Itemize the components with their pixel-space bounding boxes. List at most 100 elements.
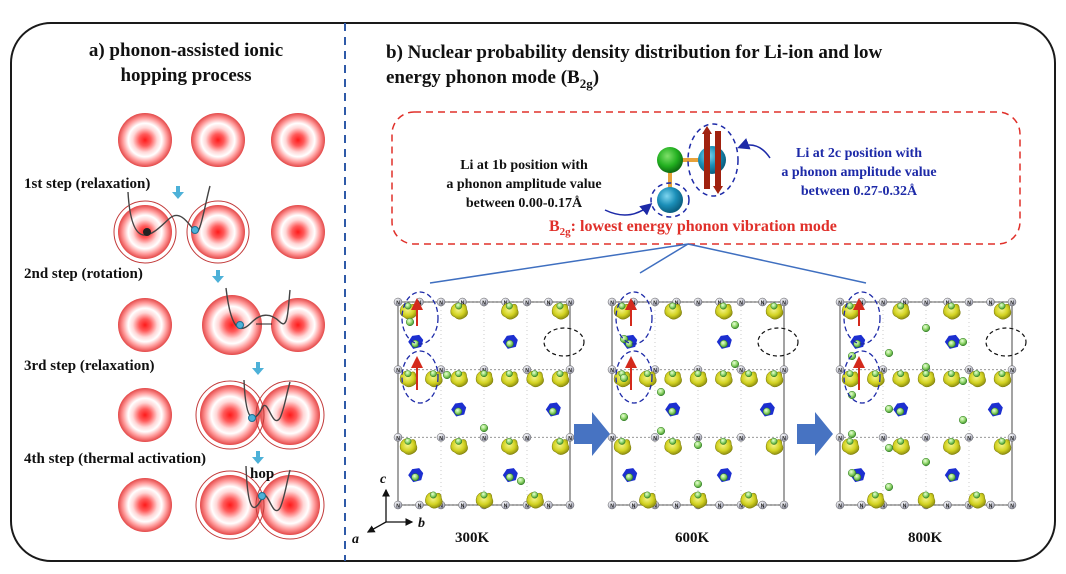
atom-label: N — [881, 504, 885, 510]
energy-well-curve — [245, 465, 291, 512]
nitrogen-atom — [835, 433, 845, 442]
lithium-atom — [998, 302, 1006, 310]
atom-label: N — [418, 301, 422, 307]
highlight-edge-site — [543, 327, 585, 357]
lithium-atom — [719, 302, 727, 310]
atom-label: N — [1010, 504, 1014, 510]
nitrogen-atom — [964, 433, 974, 442]
panel-b-title-close: ) — [592, 67, 600, 88]
lithium-atom — [770, 437, 778, 445]
highlight-li-1b — [401, 291, 439, 345]
ion-marker — [258, 492, 266, 500]
atom-label: N — [482, 301, 486, 307]
nitrogen-atom — [943, 500, 952, 510]
li-2c-note-line3: between 0.27-0.32Å — [800, 184, 918, 199]
lattice-site-ring — [195, 380, 265, 450]
highlight-li-2c — [843, 350, 881, 404]
lithium-atom — [897, 370, 905, 378]
lithium-atom — [531, 491, 539, 499]
nitrogen-atom — [758, 500, 767, 510]
lithium-atom — [669, 370, 677, 378]
atom-label: N — [568, 436, 572, 442]
atom-label: N — [967, 368, 971, 374]
lithium-atom — [884, 443, 894, 453]
nitrogen-atom — [393, 297, 403, 307]
atom-label: N — [396, 368, 400, 374]
nitrogen-atom — [900, 500, 909, 510]
lithium-atom — [947, 302, 955, 310]
step-2-label: 2nd step (rotation) — [24, 266, 143, 282]
lithium-atom — [505, 437, 513, 445]
atom-label: N — [439, 504, 443, 510]
atom-label: N — [881, 301, 885, 307]
nitrogen-atom — [479, 433, 489, 442]
nitrogen-atom — [1007, 500, 1017, 510]
nitrogen-atom — [393, 500, 403, 510]
lithium-atom — [884, 404, 894, 414]
nitrogen-atom — [522, 297, 532, 307]
atom-label: N — [482, 436, 486, 442]
lithium-atom — [505, 370, 513, 378]
nitrogen-atom — [758, 297, 767, 307]
lithium-atom — [921, 323, 931, 333]
atom-label: N — [610, 504, 614, 510]
lithium-atom — [730, 320, 740, 330]
lattice-site — [191, 205, 245, 259]
lithium-atom — [719, 437, 727, 445]
atom-label: N — [547, 504, 551, 510]
lattice-site — [271, 298, 325, 352]
atom-label: N — [696, 436, 700, 442]
lattice-site — [271, 113, 325, 167]
panel-a-title: a) phonon-assisted ionic hopping process — [42, 38, 330, 88]
atom-label: N — [924, 436, 928, 442]
lithium-atom — [770, 302, 778, 310]
lithium-atom — [719, 370, 727, 378]
nitrogen-atom — [878, 297, 888, 307]
lattice-site-ring — [113, 200, 177, 264]
lithium-atom — [668, 407, 677, 416]
atom-label: N — [739, 504, 743, 510]
mode-caption-text: : lowest energy phonon vibration mode — [570, 218, 837, 235]
lithium-atom — [990, 407, 999, 416]
atom-label: N — [989, 504, 993, 510]
nitrogen-atom — [393, 433, 403, 442]
lithium-atom — [871, 370, 879, 378]
panel-b-title-subscript: 2g — [579, 75, 593, 91]
lithium-atom — [669, 437, 677, 445]
atom-label: N — [739, 301, 743, 307]
nitrogen-atom — [672, 500, 681, 510]
lithium-atom — [973, 370, 981, 378]
atom-label: N — [838, 301, 842, 307]
panel-a-title-line2: hopping process — [120, 65, 252, 86]
nitrogen-atom — [650, 297, 660, 307]
atom-label: N — [881, 436, 885, 442]
lithium-atom — [556, 437, 564, 445]
atom-label: N — [739, 368, 743, 374]
highlight-2c — [687, 123, 739, 197]
lithium-atom — [847, 429, 857, 439]
atom-label: N — [547, 301, 551, 307]
nitrogen-atom — [1007, 365, 1017, 374]
step-1-label: 1st step (relaxation) — [24, 176, 151, 192]
lithium-atom — [871, 491, 879, 499]
atom-label: N — [653, 504, 657, 510]
atom-label: N — [439, 436, 443, 442]
nitrogen-atom — [436, 433, 446, 442]
atom-label: N — [675, 301, 679, 307]
lithium-atom — [643, 370, 651, 378]
lithium-atom — [719, 473, 728, 482]
atom-label: N — [1010, 436, 1014, 442]
li-2c-note-line1: Li at 2c position with — [795, 146, 922, 161]
atom-label: N — [653, 436, 657, 442]
atom-label: N — [439, 301, 443, 307]
lithium-atom — [847, 468, 857, 478]
lattice-site — [260, 475, 320, 535]
nitrogen-atom — [964, 297, 974, 307]
lithium-atom — [656, 426, 666, 436]
nitrogen-atom — [857, 500, 866, 510]
mode-caption: B2g: lowest energy phonon vibration mode — [549, 218, 837, 238]
lithium-atom — [429, 370, 437, 378]
lattice-site-ring — [186, 200, 250, 264]
lithium-atom — [947, 339, 956, 348]
